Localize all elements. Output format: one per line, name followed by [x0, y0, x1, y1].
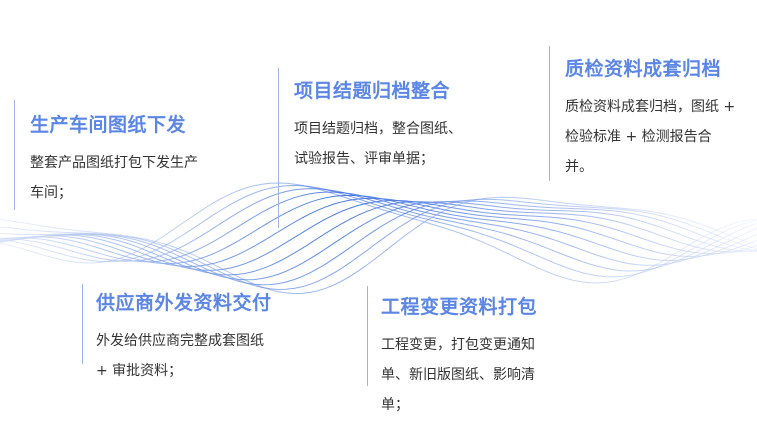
card-quality-inspection-archive: 质检资料成套归档 质检资料成套归档，图纸 + 检验标准 + 检测报告合并。: [549, 46, 749, 182]
card-title: 项目结题归档整合: [294, 80, 451, 102]
wave-line: [0, 200, 757, 286]
card-title: 质检资料成套归档: [565, 58, 722, 80]
card-project-closure-archive: 项目结题归档整合 项目结题归档，整合图纸、试验报告、评审单据；: [278, 68, 478, 228]
wave-line: [0, 196, 757, 295]
wave-line: [0, 201, 757, 276]
wave-line: [0, 194, 757, 265]
card-description: 工程变更，打包变更通知单、新旧版图纸、影响清单；: [381, 337, 535, 413]
card-title: 供应商外发资料交付: [96, 292, 272, 314]
card-description: 外发给供应商完整成套图纸 + 审批资料；: [96, 333, 264, 379]
wave-line: [0, 198, 757, 291]
card-divider: [82, 284, 83, 364]
wave-line: [0, 201, 757, 281]
card-title: 生产车间图纸下发: [30, 114, 187, 136]
wave-line: [0, 200, 757, 271]
card-description: 质检资料成套归档，图纸 + 检验标准 + 检测报告合并。: [565, 99, 736, 175]
card-divider: [14, 100, 15, 210]
card-title: 工程变更资料打包: [381, 296, 538, 318]
card-engineering-change-package: 工程变更资料打包 工程变更，打包变更通知单、新旧版图纸、影响清单；: [367, 286, 567, 420]
card-description: 整套产品图纸打包下发生产车间；: [30, 155, 198, 201]
card-divider: [367, 286, 368, 386]
card-workshop-drawing-release: 生产车间图纸下发 整套产品图纸打包下发生产车间；: [14, 100, 214, 210]
card-supplier-delivery: 供应商外发资料交付 外发给供应商完整成套图纸 + 审批资料；: [82, 284, 282, 386]
card-description: 项目结题归档，整合图纸、试验报告、评审单据；: [294, 121, 462, 167]
wave-line: [0, 182, 757, 284]
card-divider: [549, 46, 550, 181]
card-divider: [278, 68, 279, 228]
